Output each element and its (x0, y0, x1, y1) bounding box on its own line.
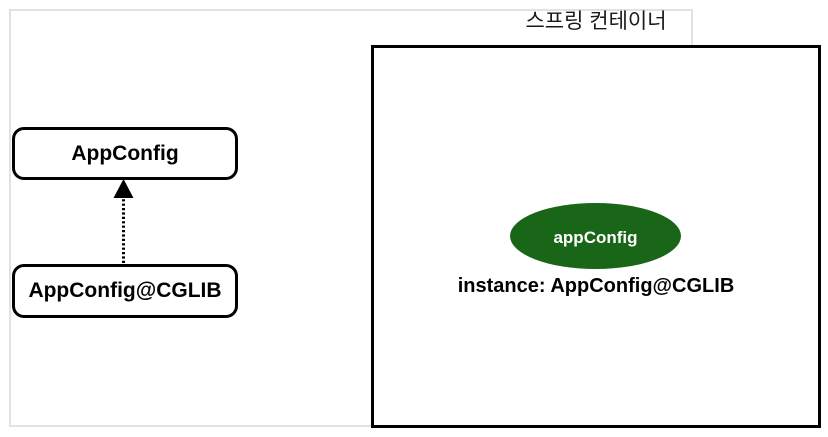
class-box-appconfig: AppConfig (12, 127, 238, 180)
class-box-appconfig-label: AppConfig (71, 141, 179, 165)
bean-ellipse-appconfig: appConfig (510, 203, 681, 269)
bean-ellipse-label: appConfig (553, 227, 638, 247)
class-box-appconfig-cglib: AppConfig@CGLIB (12, 264, 238, 318)
class-box-appconfig-cglib-label: AppConfig@CGLIB (28, 279, 222, 302)
spring-container-title: 스프링 컨테이너 (525, 10, 667, 33)
bean-instance-caption: instance: AppConfig@CGLIB (457, 275, 735, 297)
